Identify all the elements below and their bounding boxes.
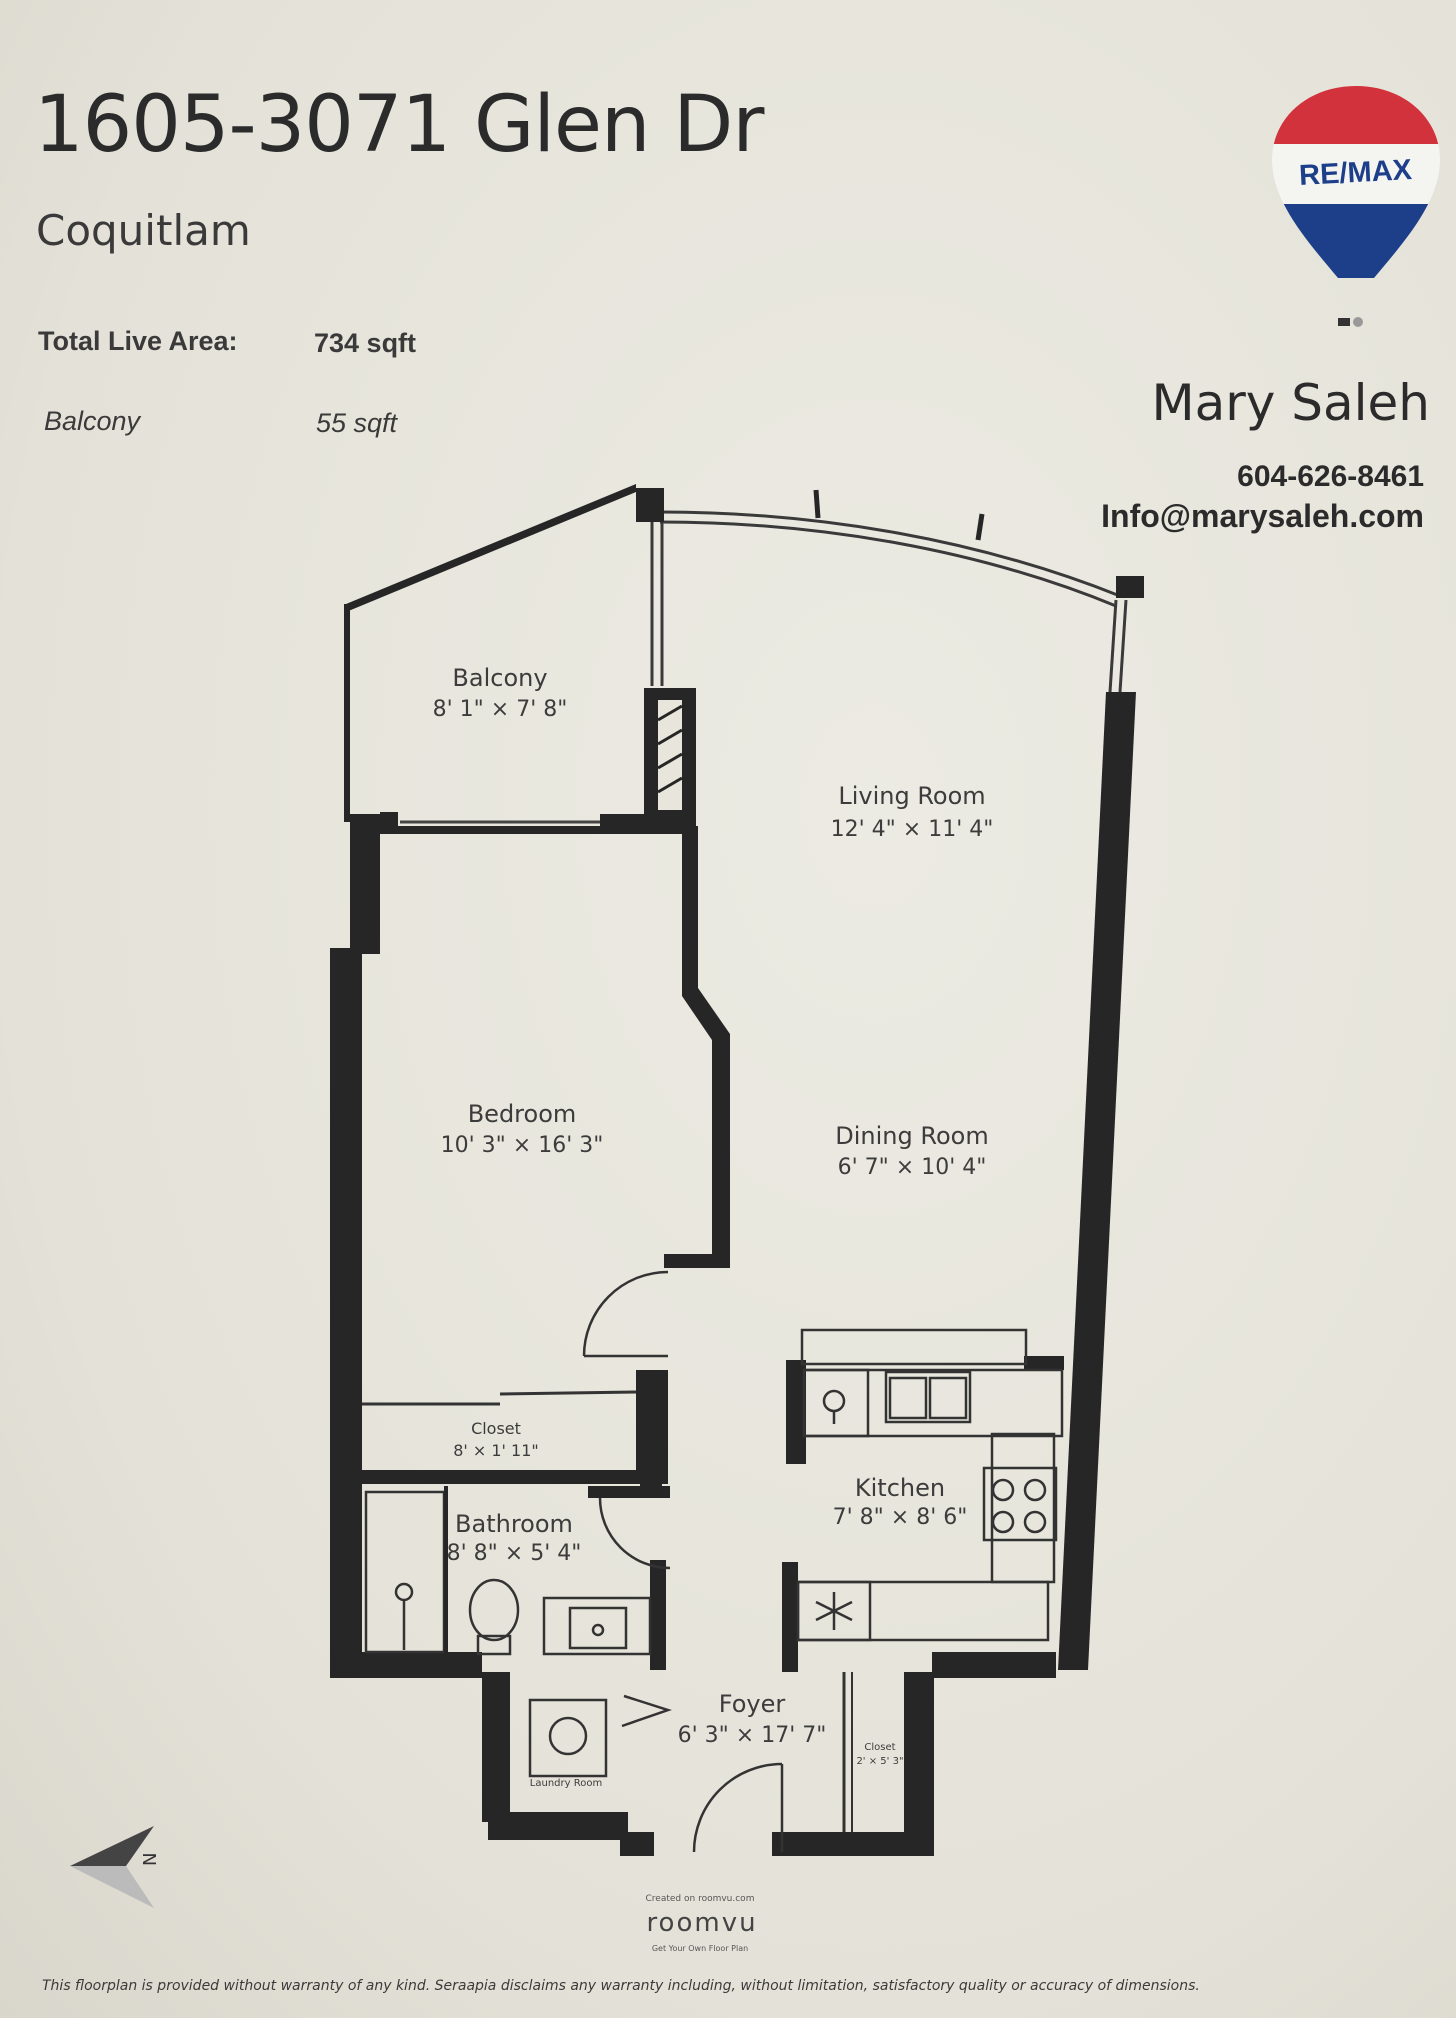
closet-name: Closet (471, 1419, 521, 1438)
dining-room-name: Dining Room (835, 1122, 988, 1150)
foyer-closet-name: Closet (864, 1742, 895, 1753)
bedroom-dims: 10' 3" × 16' 3" (441, 1133, 604, 1158)
agent-email[interactable]: Info@marysaleh.com (1101, 498, 1424, 534)
balcony-name: Balcony (452, 664, 547, 692)
kitchen-name: Kitchen (855, 1474, 945, 1502)
roomvu-credit-top: Created on roomvu.com (645, 1894, 755, 1904)
dining-room-dims: 6' 7" × 10' 4" (838, 1155, 987, 1180)
agent-name: Mary Saleh (1151, 374, 1430, 432)
agent-phone[interactable]: 604-626-8461 (1237, 460, 1424, 493)
listing-city: Coquitlam (36, 206, 251, 255)
laundry-label: Laundry Room (530, 1778, 602, 1789)
bedroom-name: Bedroom (468, 1100, 577, 1128)
windows (650, 510, 1128, 693)
foyer-dims: 6' 3" × 17' 7" (678, 1723, 827, 1748)
balcony-area-label: Balcony (44, 406, 141, 436)
laundry-machine (528, 1698, 608, 1778)
walls (330, 484, 1136, 1856)
remax-balloon-logo: RE/MAX (1272, 86, 1440, 327)
remax-wordmark: RE/MAX (1298, 154, 1413, 192)
column-hatch (657, 700, 683, 810)
bathroom-name: Bathroom (455, 1510, 573, 1538)
total-area-label: Total Live Area: (38, 326, 238, 356)
bathroom-dims: 8' 8" × 5' 4" (447, 1541, 582, 1566)
foyer-name: Foyer (719, 1690, 786, 1718)
listing-address: 1605-3071 Glen Dr (34, 80, 764, 170)
foyer-closet-dims: 2' × 5' 3" (856, 1756, 903, 1767)
balcony-dims: 8' 1" × 7' 8" (433, 697, 568, 722)
disclaimer: This floorplan is provided without warra… (42, 1978, 1200, 1994)
north-label: N (140, 1853, 161, 1866)
bathroom-fixtures (364, 1490, 652, 1656)
kitchen-fixtures (796, 1328, 1064, 1642)
living-room-dims: 12' 4" × 11' 4" (831, 817, 994, 842)
roomvu-credit-bottom: Get Your Own Floor Plan (651, 1944, 749, 1953)
roomvu-logo: roomvu (646, 1908, 758, 1938)
north-arrow-icon: N (70, 1826, 161, 1908)
total-area-value: 734 sqft (314, 328, 417, 358)
door-swings (582, 1270, 784, 1853)
living-room-name: Living Room (838, 782, 985, 810)
snowflake-icon (815, 1592, 853, 1630)
closet-dims: 8' × 1' 11" (453, 1441, 539, 1460)
kitchen-dims: 7' 8" × 8' 6" (833, 1505, 968, 1530)
balcony-area-value: 55 sqft (316, 408, 398, 438)
